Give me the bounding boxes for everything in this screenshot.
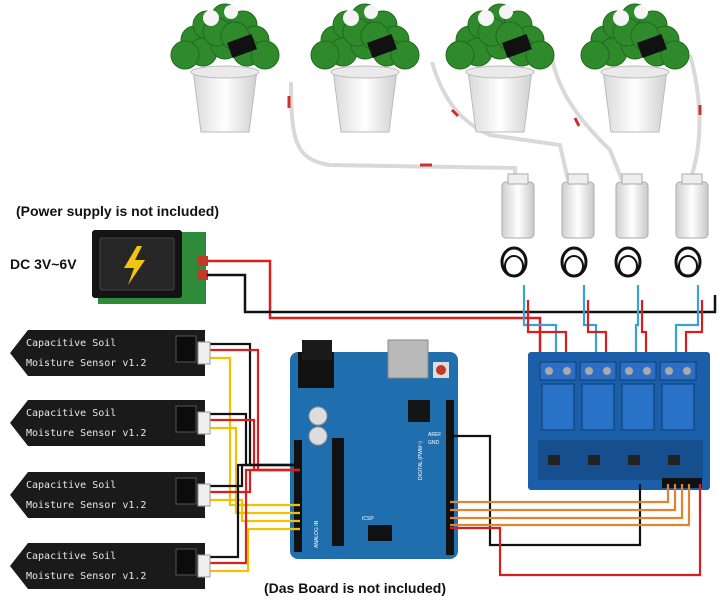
power-supply-note: (Power supply is not included) [16,203,220,219]
sensor-model: Moisture Sensor v1.2 [26,500,146,511]
potted-plant [445,3,555,133]
sensor-model: Moisture Sensor v1.2 [26,358,146,369]
relay-terminal [659,361,697,381]
sensor-title: Capacitive Soil [26,408,116,419]
water-tubes [289,54,702,181]
sensor-title: Capacitive Soil [26,480,116,491]
sensor-model: Moisture Sensor v1.2 [26,571,146,582]
lightning-icon [124,246,145,285]
relay-terminal [579,361,617,381]
sensor-in-pot [637,34,667,58]
tube-2 [430,61,570,181]
water-pumps [500,173,709,278]
relay [621,383,655,431]
water-pump [674,173,709,278]
potted-plant [310,3,420,133]
potted-plant [580,3,690,133]
relay-terminal [619,361,657,381]
potted-plant [170,3,280,133]
voltage-label: DC 3V~6V [10,256,77,272]
potted-plants [170,3,690,133]
relay [541,383,575,431]
sensor-model: Moisture Sensor v1.2 [26,428,146,439]
tube-3 [550,57,624,181]
digital-label: DIGITAL (PWM~) [418,441,424,480]
tube-4 [688,54,702,181]
tube-1 [289,81,517,180]
aref-label: AREF [428,432,441,438]
sensor-title: Capacitive Soil [26,338,116,349]
board-not-included-note: (Das Board is not included) [264,580,447,596]
relay-terminal [539,361,577,381]
sensor-in-pot [502,34,532,58]
sensor-in-pot [367,34,397,58]
arduino-board: DIGITAL (PWM~) ANALOG IN ICSP AREF GND [290,339,458,559]
sensor-title: Capacitive Soil [26,551,116,562]
water-pump [560,173,595,278]
sensor-in-pot [227,34,257,58]
water-pump [500,173,535,278]
icsp-label: ICSP [362,516,374,522]
relay [581,383,615,431]
power-supply [92,230,208,304]
gnd-label: GND [428,440,440,446]
analog-label: ANALOG IN [314,520,320,548]
relay [661,383,695,431]
water-pump [614,173,649,278]
relay-module [528,352,710,490]
